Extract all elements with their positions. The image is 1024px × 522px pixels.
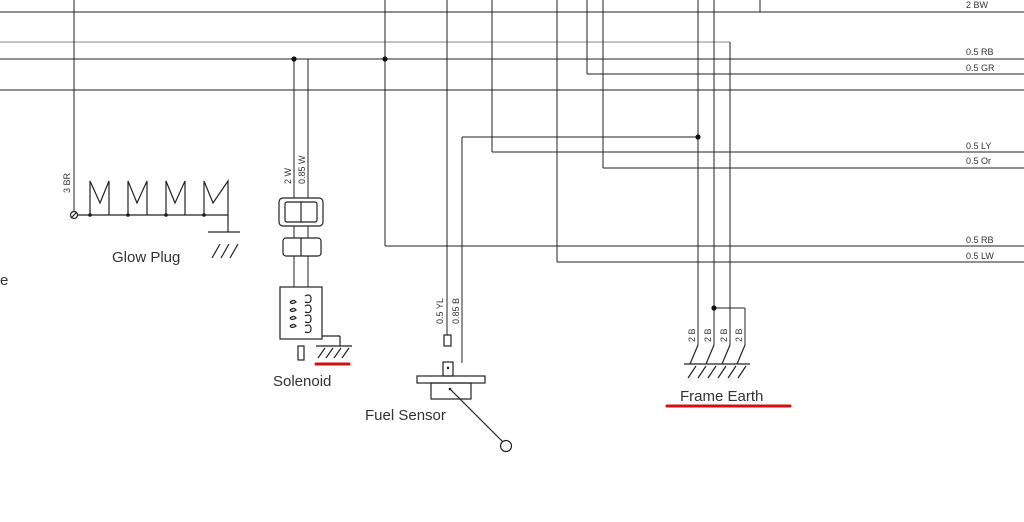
wire-label-2w: 2 W [283, 167, 293, 184]
wire-label-0-5ly: 0.5 LY [966, 141, 991, 151]
wire-label-2b: 2 B [687, 328, 697, 342]
wire-label-3br: 3 BR [62, 172, 72, 193]
horizontal-wires [0, 11, 1024, 263]
wire-label-0-5rb-top: 0.5 RB [966, 47, 994, 57]
vertical-wires [73, 0, 761, 363]
fuel-sensor-label: Fuel Sensor [365, 407, 446, 424]
wire-label-2b: 2 B [734, 328, 744, 342]
solenoid [278, 197, 352, 361]
wire-label-2bw: 2 BW [966, 0, 989, 10]
wire-label-0-5rb-bottom: 0.5 RB [966, 235, 994, 245]
frame-earth-label: Frame Earth [680, 388, 763, 405]
wire-label-0-5lw: 0.5 LW [966, 251, 994, 261]
wire-label-0-85b: 0.85 B [451, 298, 461, 324]
glow-plug-label: Glow Plug [112, 249, 180, 266]
wire-label-0-5or: 0.5 Or [966, 156, 991, 166]
cut-off-label: e [0, 272, 8, 289]
wire-label-2b: 2 B [719, 328, 729, 342]
wire-label-2b: 2 B [703, 328, 713, 342]
glow-plug [69, 179, 240, 259]
wire-label-0-5yl: 0.5 YL [435, 298, 445, 324]
wire-label-0-85w: 0.85 W [297, 155, 307, 184]
wire-label-0-5gr: 0.5 GR [966, 63, 995, 73]
solenoid-label: Solenoid [273, 373, 331, 390]
fuel-sensor [416, 334, 513, 453]
frame-earth [684, 344, 750, 379]
junction-nodes [88, 56, 717, 311]
